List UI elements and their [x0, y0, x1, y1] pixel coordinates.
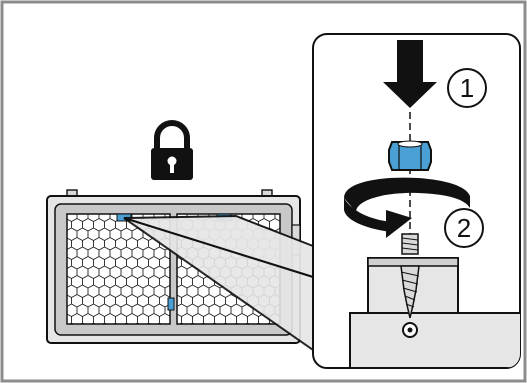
mounting-base: [349, 312, 520, 368]
step-badge-2: 2: [444, 208, 484, 248]
step-badge-1: 1: [447, 68, 487, 108]
detail-panel: 1 2: [312, 33, 521, 369]
fastener-highlight: [167, 297, 175, 311]
padlock-icon: [151, 120, 193, 180]
step-number: 2: [457, 213, 471, 243]
down-arrow-icon: [383, 40, 437, 108]
step-number: 1: [460, 73, 474, 103]
rotate-arrow-icon: [344, 177, 470, 238]
hex-nut-icon: [388, 140, 432, 171]
threaded-bolt-icon: [400, 233, 420, 319]
